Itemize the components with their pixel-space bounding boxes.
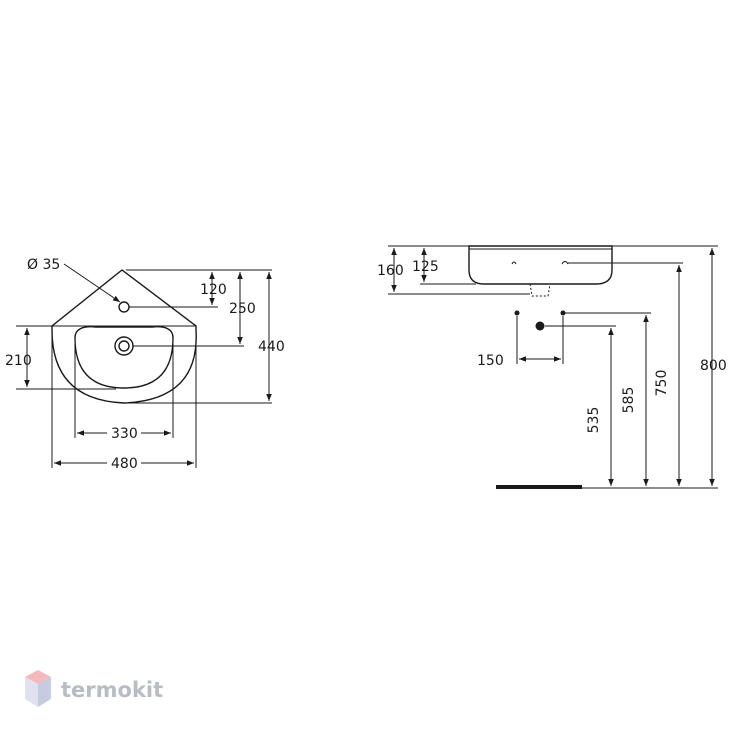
- dim-160: 160: [377, 263, 404, 279]
- dim-330-bg: [107, 424, 141, 440]
- hole-leader: [63, 263, 121, 303]
- inner-bowl: [74, 326, 174, 389]
- dim-210: 210: [5, 353, 32, 369]
- dim-440: 440: [258, 339, 285, 355]
- drain-inner: [118, 340, 130, 352]
- logo-cube-right: [38, 677, 51, 707]
- dim-125: 125: [412, 259, 439, 275]
- dim-585: 585: [621, 387, 637, 414]
- termokit-watermark: termokit: [25, 670, 163, 707]
- hole-diameter-label: Ø 35: [27, 257, 60, 273]
- dim-480-bg: [107, 454, 141, 470]
- logo-cube-left: [25, 677, 38, 707]
- dim-250: 250: [229, 301, 256, 317]
- dim-150: 150: [477, 353, 504, 369]
- dim-120: 120: [200, 282, 227, 298]
- dim-800: 800: [700, 358, 727, 374]
- overflow-mark-right: [561, 261, 569, 265]
- side-view: 160 125 150 535 585 750 800: [377, 245, 727, 489]
- waste-stub: [529, 283, 551, 297]
- dim-480: 480: [111, 456, 138, 472]
- dim-535: 535: [586, 407, 602, 434]
- waste-point: [535, 321, 545, 331]
- dim-750: 750: [654, 370, 670, 397]
- dim-330: 330: [111, 426, 138, 442]
- watermark-brand: termokit: [61, 678, 163, 702]
- top-view: Ø 35 120 250 440 210 330 480: [5, 257, 285, 472]
- tap-hole: [118, 301, 130, 313]
- drain-outer: [114, 336, 134, 356]
- overflow-mark-left: [511, 261, 517, 265]
- supply-point-left: [514, 310, 520, 316]
- basin-profile: [468, 245, 613, 285]
